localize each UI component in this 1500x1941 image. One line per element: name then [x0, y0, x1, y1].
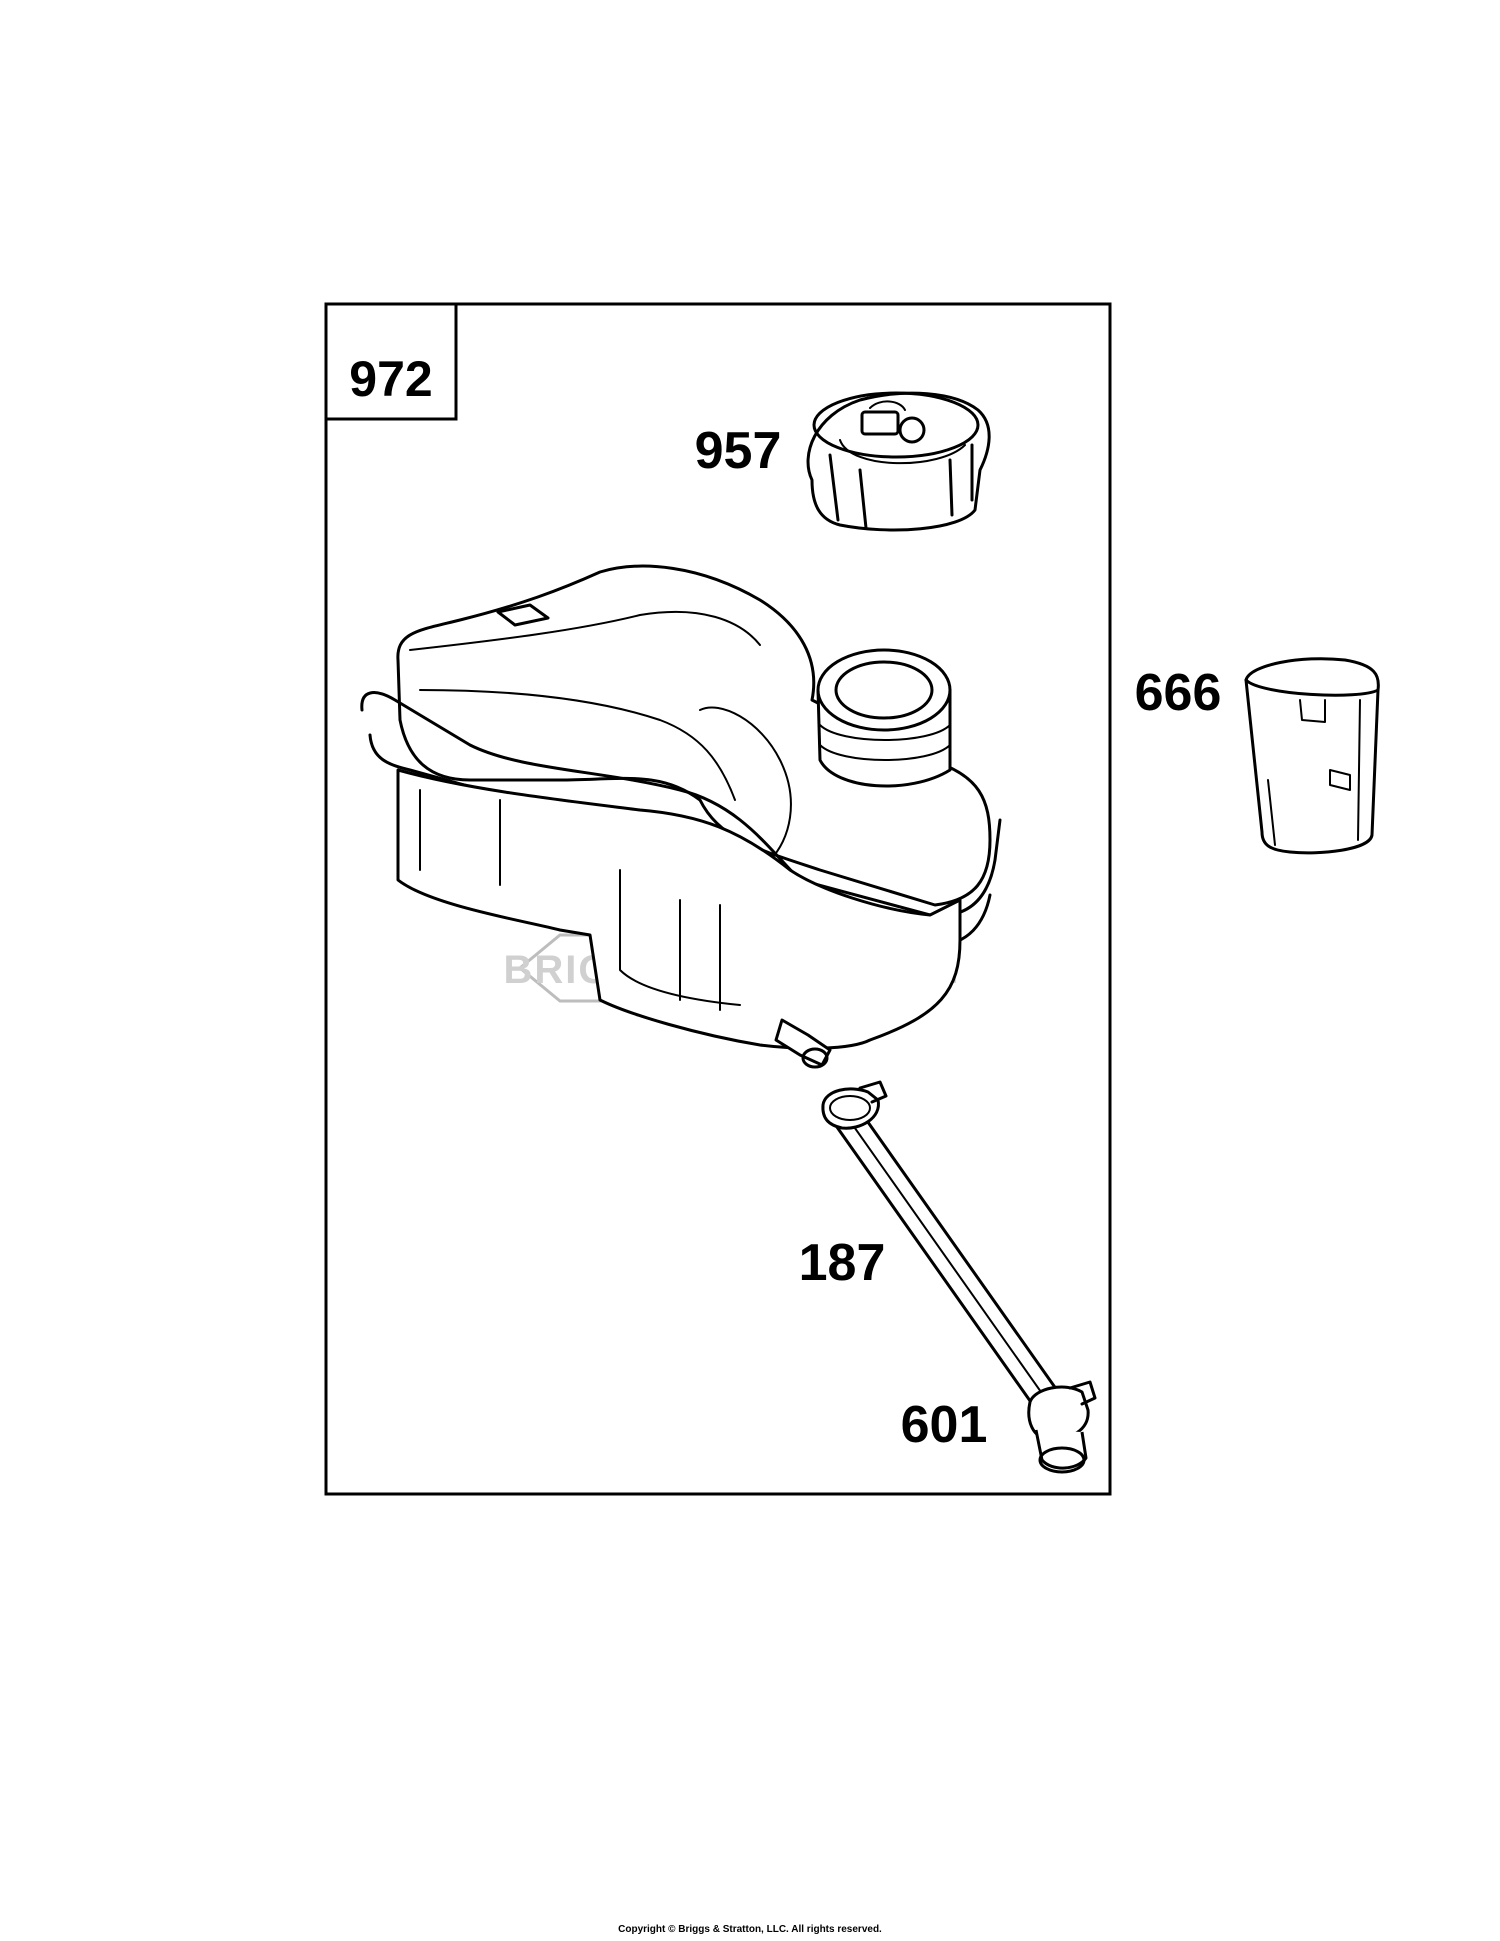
callout-666: 666	[1135, 664, 1222, 722]
copyright-footer: Copyright © Briggs & Stratton, LLC. All …	[618, 1924, 882, 1935]
fuel-cap-part[interactable]	[806, 391, 991, 532]
callout-957: 957	[695, 422, 782, 480]
callout-187: 187	[799, 1234, 886, 1292]
kit-frame	[324, 302, 1112, 1496]
kit-number-box	[324, 302, 458, 421]
kit-number: 972	[349, 351, 432, 407]
hose-clamp-part[interactable]	[1027, 1380, 1097, 1474]
upper-hose-clamp[interactable]	[821, 1080, 888, 1130]
fuel-tank-spacer-part[interactable]	[1244, 657, 1380, 855]
fuel-tank[interactable]	[360, 564, 1002, 1069]
callout-601: 601	[901, 1396, 988, 1454]
